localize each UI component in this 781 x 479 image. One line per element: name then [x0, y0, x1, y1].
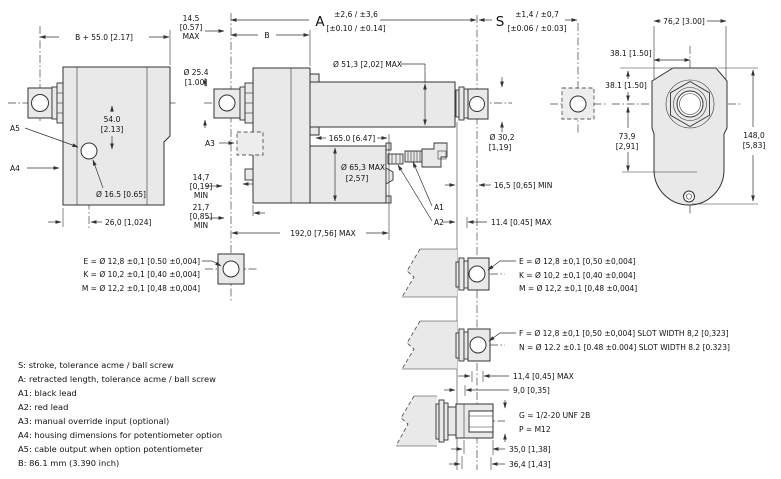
- legend-line-s: S: stroke, tolerance acme / ball screw: [18, 360, 174, 370]
- dim-192: 192,0 [7,56] MAX: [290, 229, 356, 238]
- callout-a5: A5: [10, 124, 20, 133]
- clevis-end-square: [217, 253, 245, 285]
- dim-21-7-min: MIN: [194, 221, 208, 230]
- dim-14-5-in: [0.57]: [180, 23, 203, 32]
- legend-line-a5: A5: cable output when option potentiomet…: [18, 444, 203, 454]
- dim-148-in: [5,83]: [743, 141, 766, 150]
- dim-21-7: 21,7: [193, 203, 210, 212]
- dim-11-4-max: 11.4 [0.45] MAX: [491, 218, 552, 227]
- mid-option-dimensions: 11,4 [0,45] MAX 9,0 [0,35]: [444, 371, 574, 396]
- dim-tol-S-in: [±0.06 / ±0.03]: [507, 24, 566, 33]
- lead-wires: [404, 150, 423, 163]
- dim-54: 54.0: [104, 115, 121, 124]
- dim-148: 148,0: [743, 131, 765, 140]
- dim-35-0: 35,0 [1,38]: [509, 445, 551, 454]
- dim-26: 26,0 [1,024]: [105, 218, 151, 227]
- callout-a4: A4: [10, 164, 20, 173]
- dim-9-0: 9,0 [0,35]: [513, 386, 550, 395]
- dim-73-9-in: [2,91]: [616, 142, 639, 151]
- phantom-extended-clevis: [561, 87, 595, 120]
- override-shaft-lug: [244, 168, 254, 181]
- dim-30-2: Ø 30,2: [490, 133, 515, 142]
- motor-housing: [309, 145, 387, 204]
- dim-14-7: 14,7: [193, 173, 210, 182]
- dim-tol-A-in: [±0.10 / ±0.14]: [326, 24, 385, 33]
- dim-thread-g: G = 1/2-20 UNF 2B: [519, 411, 590, 420]
- cable-output-hole: [80, 142, 98, 160]
- dim-51-3: Ø 51,3 [2,02] MAX: [333, 60, 402, 69]
- dim-fn-f: F = Ø 12,8 ±0,1 [0,50 ±0,004] SLOT WIDTH…: [519, 329, 729, 338]
- housing-body: [62, 66, 171, 206]
- dim-25-4: Ø 25.4: [184, 68, 209, 77]
- legend-line-a3: A3: manual override input (optional): [18, 416, 169, 426]
- legend-line-b: B: 86.1 mm (3.390 inch): [18, 458, 119, 468]
- main-view-actuator: [213, 67, 489, 204]
- dim-label-A: A: [315, 14, 325, 30]
- dim-65-3: Ø 65,3 MAX: [341, 163, 385, 172]
- dim-16-5-min: 16,5 [0,65] MIN: [494, 181, 552, 190]
- callout-a2: A2: [434, 218, 444, 227]
- dim-ekm-m: M = Ø 12,2 ±0,1 [0,48 ±0,004]: [519, 284, 637, 293]
- legend-line-a: A: retracted length, tolerance acme / ba…: [18, 374, 216, 384]
- rod-end-option-ekm: E = Ø 12,8 ±0,1 [0,50 ±0,004] K = Ø 10,2…: [401, 248, 637, 298]
- dim-65-3-in: [2,57]: [346, 174, 369, 183]
- dim-11-4-max-2: 11,4 [0,45] MAX: [513, 372, 574, 381]
- dim-ekm-e: E = Ø 12,8 ±0,1 [0,50 ±0,004]: [519, 257, 636, 266]
- dim-tol-A-mm: ±2,6 / ±3,6: [334, 10, 378, 19]
- outer-tube: [309, 81, 456, 128]
- dim-fn-n: N = Ø 12.2 ±0.1 [0.48 ±0.004] SLOT WIDTH…: [519, 343, 730, 352]
- end-view: [622, 67, 728, 206]
- end-view-dimensions: 76,2 [3.00] 38.1 [1.50] 38.1 [1.50] 73,9…: [605, 17, 766, 205]
- legend: S: stroke, tolerance acme / ball screw A…: [18, 360, 222, 468]
- rod-end-option-threaded: G = 1/2-20 UNF 2B P = M12 35,0 [1,38] 36…: [395, 395, 590, 470]
- legend-line-a2: A2: red lead: [18, 402, 68, 412]
- dim-14-7-in: [0,19]: [190, 182, 213, 191]
- dim-38-1-h: 38.1 [1.50]: [610, 49, 652, 58]
- legend-line-a1: A1: black lead: [18, 388, 77, 398]
- dim-b-plus-55: B + 55.0 [2.17]: [75, 33, 133, 42]
- dim-label-S: S: [496, 14, 505, 30]
- callout-a3: A3: [205, 139, 215, 148]
- dim-14-5: 14.5: [183, 14, 200, 23]
- threaded-bore: [468, 410, 494, 433]
- dim-ekm-m-left: M = Ø 12,2 ±0,1 [0,48 ±0,004]: [82, 284, 200, 293]
- dim-label-B: B: [264, 31, 269, 40]
- dim-76-2: 76,2 [3.00]: [663, 17, 705, 26]
- dim-14-7-min: MIN: [194, 191, 208, 200]
- left-view-dimensions: B + 55.0 [2.17] 54.0 [2.13] A5 A4 Ø 16.5…: [10, 30, 171, 227]
- dim-54-in: [2.13]: [101, 125, 124, 134]
- dim-30-2-in: [1,19]: [489, 143, 512, 152]
- front-pin-hole: [469, 96, 485, 112]
- bore-hole: [676, 90, 704, 118]
- rear-pin-hole: [31, 94, 49, 112]
- rear-pin-hole-main: [218, 94, 236, 112]
- manual-override-phantom: [236, 131, 264, 156]
- ekm-section-left: E = Ø 12,8 ±0,1 [0.50 ±0,004] K = Ø 10,2…: [82, 253, 245, 293]
- bottom-screw-hole: [683, 190, 695, 203]
- dim-38-1-v: 38.1 [1.50]: [605, 81, 647, 90]
- callout-a1: A1: [434, 203, 444, 212]
- dim-ekm-k: K = Ø 10,2 ±0,1 [0,40 ±0,004]: [519, 271, 636, 280]
- dim-73-9: 73,9: [619, 132, 636, 141]
- dim-25-4-in: [1.00]: [185, 78, 208, 87]
- dim-ekm-e-left: E = Ø 12,8 ±0,1 [0.50 ±0,004]: [84, 257, 201, 266]
- left-view-housing: [27, 66, 171, 206]
- rod-end-option-fn: F = Ø 12,8 ±0,1 [0,50 ±0,004] SLOT WIDTH…: [401, 320, 730, 370]
- dim-14-5-max: MAX: [183, 32, 200, 41]
- legend-line-a4: A4: housing dimensions for potentiometer…: [18, 430, 222, 440]
- main-view-dimensions: A ±2,6 / ±3,6 [±0.10 / ±0.14] S ±1,4 / ±…: [180, 10, 578, 240]
- connector-plug: [421, 142, 448, 168]
- dim-36-4: 36,4 [1,43]: [509, 460, 551, 469]
- dim-thread-p: P = M12: [519, 425, 551, 434]
- dim-tol-S-mm: ±1,4 / ±0,7: [515, 10, 559, 19]
- dim-165: 165.0 [6.47]: [329, 134, 375, 143]
- dim-21-7-in: [0,85]: [190, 212, 213, 221]
- dim-16-5-dia: Ø 16.5 [0.65]: [96, 190, 146, 199]
- override-input-shaft: [387, 153, 404, 165]
- dim-ekm-k-left: K = Ø 10,2 ±0,1 [0,40 ±0,004]: [83, 270, 200, 279]
